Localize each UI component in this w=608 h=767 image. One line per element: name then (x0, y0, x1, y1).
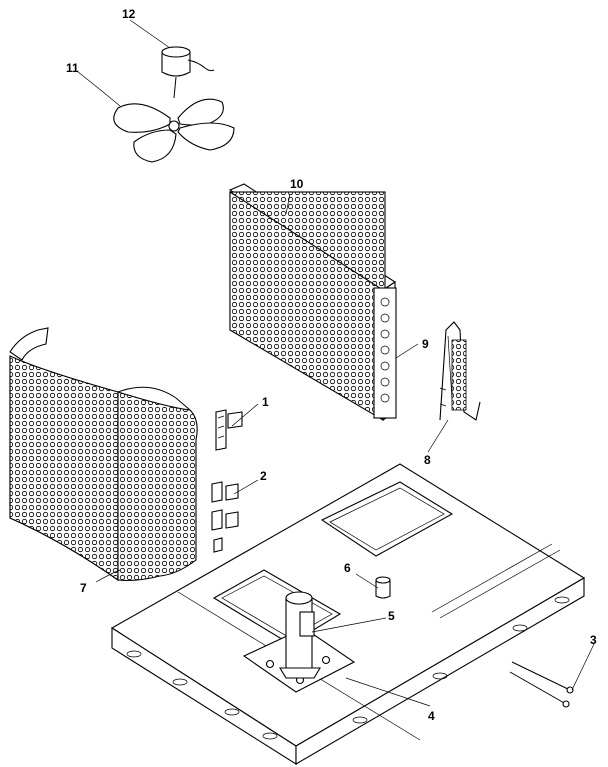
callout-12: 12 (122, 7, 136, 21)
filter-drier (375, 576, 391, 599)
callout-7: 7 (80, 581, 87, 595)
coil-fasteners (211, 481, 239, 553)
compressor (279, 591, 321, 679)
bracket (439, 321, 481, 421)
callout-5: 5 (388, 609, 395, 623)
callout-9: 9 (422, 337, 429, 351)
leader-lines (77, 19, 595, 707)
callout-6: 6 (344, 561, 351, 575)
coil-clips (215, 409, 243, 451)
callout-4: 4 (428, 709, 435, 723)
callout-3: 3 (590, 633, 597, 647)
wrap-coil (9, 327, 198, 582)
top-coil (228, 183, 397, 422)
callout-1: 1 (262, 395, 269, 409)
fan-motor (161, 46, 215, 99)
callout-8: 8 (424, 453, 431, 467)
callout-labels: 12 11 10 9 1 8 2 6 7 5 3 4 (66, 7, 597, 723)
mounting-rods (509, 661, 574, 708)
callout-2: 2 (260, 469, 267, 483)
fan-blade (113, 98, 235, 163)
callout-11: 11 (66, 61, 79, 75)
callout-10: 10 (290, 177, 304, 191)
coil-return-bends (373, 287, 397, 419)
